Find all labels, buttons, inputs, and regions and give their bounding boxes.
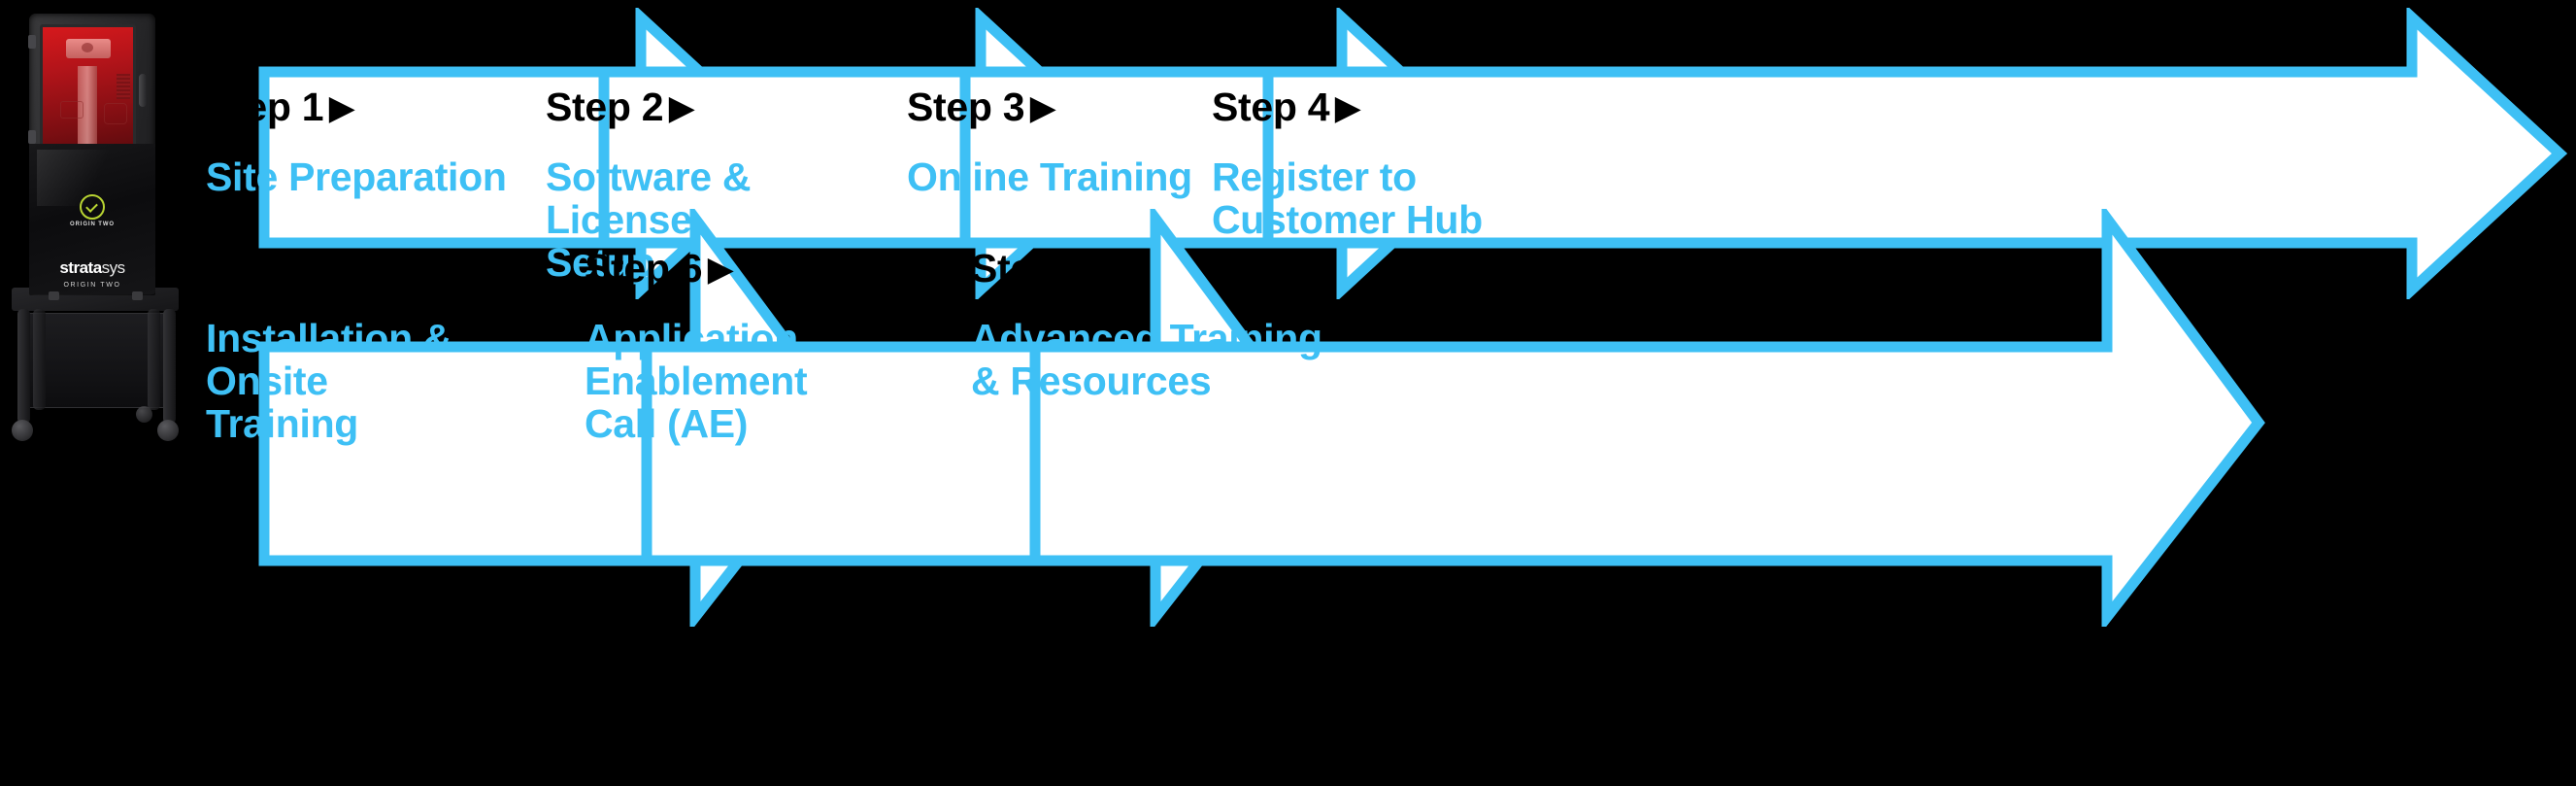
badge-label: ORIGIN TWO [70,222,115,227]
build-chamber-window [40,24,136,156]
cart-leg-left [17,309,30,424]
brand-logo: stratasys [29,258,155,278]
caster-right [157,420,179,441]
door-hinge-top [28,35,36,49]
step-arrow-7[interactable] [1029,209,2272,627]
cart-leg-rear-right [148,309,160,410]
mount-foot-left [49,291,59,300]
chamber-panel-right [104,103,127,124]
model-label: ORIGIN TWO [63,282,121,289]
caster-rear [136,406,152,423]
build-plate [66,39,111,58]
printer-base-panel: ORIGIN TWO stratasys ORIGIN TWO [29,144,155,294]
cart-leg-rear-left [33,309,46,410]
step-arrow-4[interactable] [1262,8,2573,299]
cart-leg-right [163,309,176,424]
check-circle-icon [80,194,105,220]
cart-drawer [27,313,165,408]
chamber-panel-left [60,101,84,119]
product-photo-origin-two: ORIGIN TWO stratasys ORIGIN TWO [0,0,272,786]
brand-prefix: strata [59,258,102,277]
brand-suffix: sys [101,258,126,277]
mount-foot-right [132,291,143,300]
build-column [78,66,97,149]
door-hinge-bottom [28,130,36,144]
caster-left [12,420,33,441]
door-handle [139,74,147,107]
chamber-vent [117,74,130,99]
